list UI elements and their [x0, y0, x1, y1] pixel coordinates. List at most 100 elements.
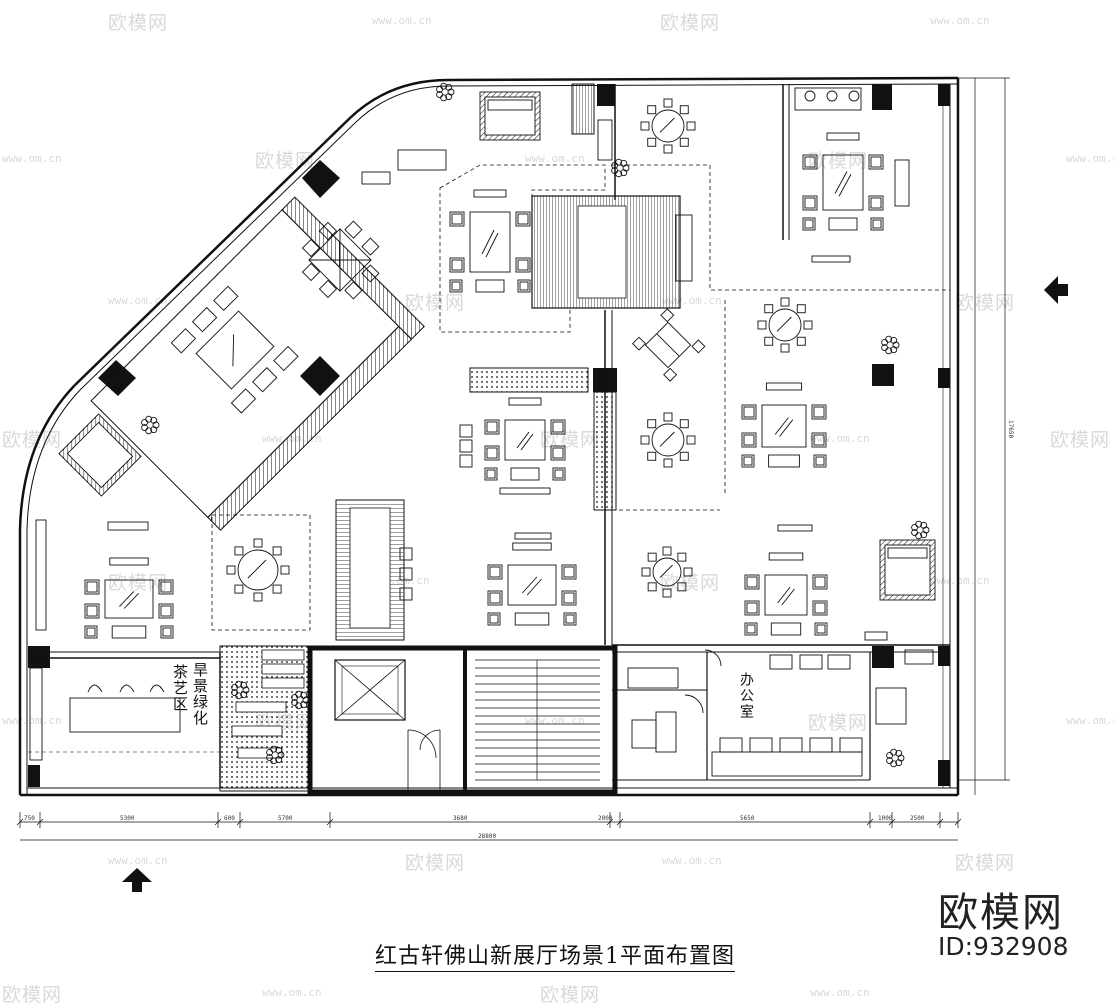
chair-seat: [552, 467, 566, 481]
pillow: [487, 99, 533, 111]
watermark-url: www.om.cn: [372, 14, 432, 27]
chair: [158, 603, 174, 619]
leaf: [300, 701, 308, 709]
entrance-arrows: [122, 276, 1068, 892]
fixture: [864, 631, 888, 641]
sofa-set: [764, 552, 808, 636]
leaf: [440, 82, 448, 90]
side-cabinet: [571, 83, 595, 135]
stool: [234, 546, 244, 556]
chair: [741, 404, 757, 420]
leaf: [911, 529, 919, 537]
chair: [449, 279, 463, 293]
table-top: [768, 308, 802, 342]
watermark-text: 欧模网: [405, 852, 466, 874]
round-dining-table: [226, 538, 290, 602]
chair-cushion: [489, 566, 501, 578]
armchair: [252, 367, 278, 393]
long-sofa: [475, 279, 505, 293]
leaf: [445, 83, 453, 91]
plant: [266, 745, 285, 765]
watermark-url: www.om.cn: [2, 714, 62, 727]
glass-mark: [526, 578, 542, 596]
chair-seat: [84, 603, 100, 619]
stool: [796, 304, 806, 314]
chair-cushion: [160, 605, 172, 617]
office-desks: [627, 649, 863, 777]
sofa-set: [761, 382, 807, 468]
chair: [517, 279, 531, 293]
chair-cushion: [804, 156, 816, 168]
chair: [301, 262, 321, 282]
plant: [881, 335, 900, 355]
chair: [344, 281, 363, 300]
stool: [757, 320, 767, 330]
chair: [318, 279, 338, 299]
table-top: [651, 423, 685, 457]
chair-cushion: [519, 281, 529, 291]
leaf: [620, 159, 628, 167]
leaf: [620, 169, 628, 177]
glass-mark: [779, 419, 794, 437]
stool: [691, 339, 706, 354]
watermark-url: www.om.cn: [262, 986, 322, 999]
chair: [484, 467, 498, 481]
leaf: [240, 681, 248, 689]
watermark-url: www.om.cn: [810, 432, 870, 445]
fixture: [459, 424, 473, 438]
chair: [361, 264, 380, 283]
chair-cushion: [804, 197, 816, 209]
lounge-block: [90, 196, 425, 531]
chair: [741, 432, 757, 448]
chair-seat: [744, 622, 758, 636]
long-sofa: [768, 454, 800, 468]
chair-seat: [561, 564, 577, 580]
watermark-text: 欧模网: [808, 712, 869, 734]
stool: [677, 552, 687, 562]
stool: [686, 121, 696, 131]
stool: [780, 343, 790, 353]
chair-seat: [811, 404, 827, 420]
stool: [662, 546, 672, 556]
chair-seat: [484, 467, 498, 481]
glass-mark: [659, 564, 673, 578]
coffee-table: [822, 154, 864, 211]
chair-seat: [484, 445, 500, 461]
chair-cushion: [746, 602, 758, 614]
plant-strip: [593, 391, 617, 511]
leaf: [915, 520, 923, 528]
leaf: [240, 691, 248, 699]
leaf: [890, 336, 898, 344]
stool: [641, 567, 651, 577]
chair-seat: [741, 404, 757, 420]
chair-seat: [84, 625, 98, 639]
rotated-table-group: [301, 220, 380, 300]
furniture: [58, 82, 936, 768]
chair: [812, 574, 828, 590]
chair-seat: [741, 432, 757, 448]
chair-cushion: [565, 614, 575, 624]
round-dining-table: [641, 546, 693, 598]
leaf: [615, 158, 623, 166]
chair-seat: [802, 217, 816, 231]
chair-cushion: [743, 434, 755, 446]
leaf: [885, 335, 893, 343]
chair-seat: [868, 154, 884, 170]
chair-cushion: [552, 447, 564, 459]
model-id: ID:932908: [938, 932, 1069, 961]
long-sofa: [828, 217, 858, 231]
chair: [550, 445, 566, 461]
glass-mark: [123, 592, 139, 609]
coffee-table: [761, 404, 807, 448]
rotated-sofa-group: [170, 285, 299, 414]
stool: [663, 412, 673, 422]
chair-cushion: [486, 447, 498, 459]
table-top: [308, 228, 372, 292]
chair-cushion: [743, 456, 753, 466]
chair: [484, 445, 500, 461]
chair: [301, 238, 321, 258]
chair-seat: [802, 154, 818, 170]
glass-mark: [838, 174, 852, 197]
chair-seat: [868, 195, 884, 211]
